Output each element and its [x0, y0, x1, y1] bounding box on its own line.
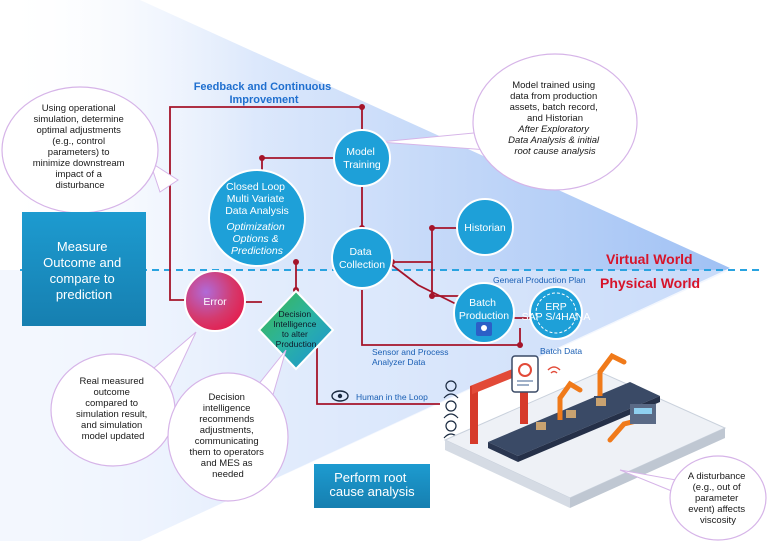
node-decision-intelligence: Decision Intelligence to alter Productio…	[257, 289, 335, 371]
operator-icons	[443, 380, 459, 439]
bubble-decision-intelligence: Decision intelligence recommends adjustm…	[167, 349, 289, 502]
bubble-model-trained: Model trained using data from production…	[379, 53, 638, 191]
svg-text:A disturbance (e.g., out: A disturbance (e.g., out of parameter ev…	[688, 471, 748, 526]
bubble-real-measured: Real measured outcome compared to simula…	[50, 331, 197, 467]
node-historian: Historian	[456, 198, 514, 256]
batch-data-label: Batch Data	[540, 346, 582, 356]
general-production-plan-label: General Production Plan	[493, 275, 586, 285]
physical-world-label: Physical World	[600, 275, 700, 291]
svg-text:ERP: ERP	[545, 301, 567, 313]
svg-text:Decision Intelligence: Decision Intelligence to alter Productio…	[273, 309, 318, 349]
svg-text:Model Training: Model Training	[343, 146, 381, 171]
node-batch-production: Batch Production	[453, 282, 515, 344]
svg-text:Measure Outcome and: Measure Outcome and compare to predictio…	[43, 239, 125, 302]
svg-text:Batch Production: Batch Production	[459, 297, 509, 322]
sensor-process-label: Sensor and Process Analyzer Data	[372, 347, 451, 367]
svg-text:Optimization Options &: Optimization Options & Predictions	[226, 221, 287, 257]
svg-text:After Exploratory Data A: After Exploratory Data Analysis & initia…	[508, 124, 602, 157]
svg-text:Decision intelligence: Decision intelligence recommends adjustm…	[189, 392, 266, 480]
svg-text:Model trained using data: Model trained using data from production…	[510, 80, 601, 124]
node-closed-loop-analysis: Closed Loop Multi Variate Data Analysis …	[208, 169, 306, 267]
node-error: Error	[184, 270, 246, 332]
svg-text:Perform root cause analy: Perform root cause analysis	[329, 470, 415, 499]
svg-text:SAP S/4HANA: SAP S/4HANA	[522, 311, 591, 323]
human-in-loop: Human in the Loop	[331, 380, 459, 439]
node-model-training: Model Training	[333, 129, 391, 187]
svg-text:Error: Error	[203, 296, 227, 308]
svg-text:Using operational simula: Using operational simulation, determine …	[33, 103, 128, 191]
feedback-title: Feedback and Continuous Improvement	[194, 81, 335, 106]
svg-text:Human in the Loop: Human in the Loop	[356, 392, 428, 402]
svg-text:Data Collection: Data Collection	[339, 246, 385, 271]
node-data-collection: Data Collection	[331, 227, 393, 289]
svg-text:Real measured outcome: Real measured outcome compared to simula…	[76, 376, 150, 442]
virtual-world-label: Virtual World	[606, 251, 693, 267]
eye-icon	[331, 390, 349, 402]
svg-text:Historian: Historian	[464, 222, 506, 234]
factory-illustration	[443, 352, 727, 508]
perform-root-cause-box: Perform root cause analysis	[314, 464, 430, 508]
svg-text:Closed Loop Multi Variat: Closed Loop Multi Variate Data Analysis	[225, 181, 289, 217]
node-erp: ERP SAP S/4HANA	[522, 286, 591, 340]
bubble-disturbance: A disturbance (e.g., out of parameter ev…	[619, 455, 767, 541]
measure-outcome-box: Measure Outcome and compare to predictio…	[22, 212, 146, 326]
